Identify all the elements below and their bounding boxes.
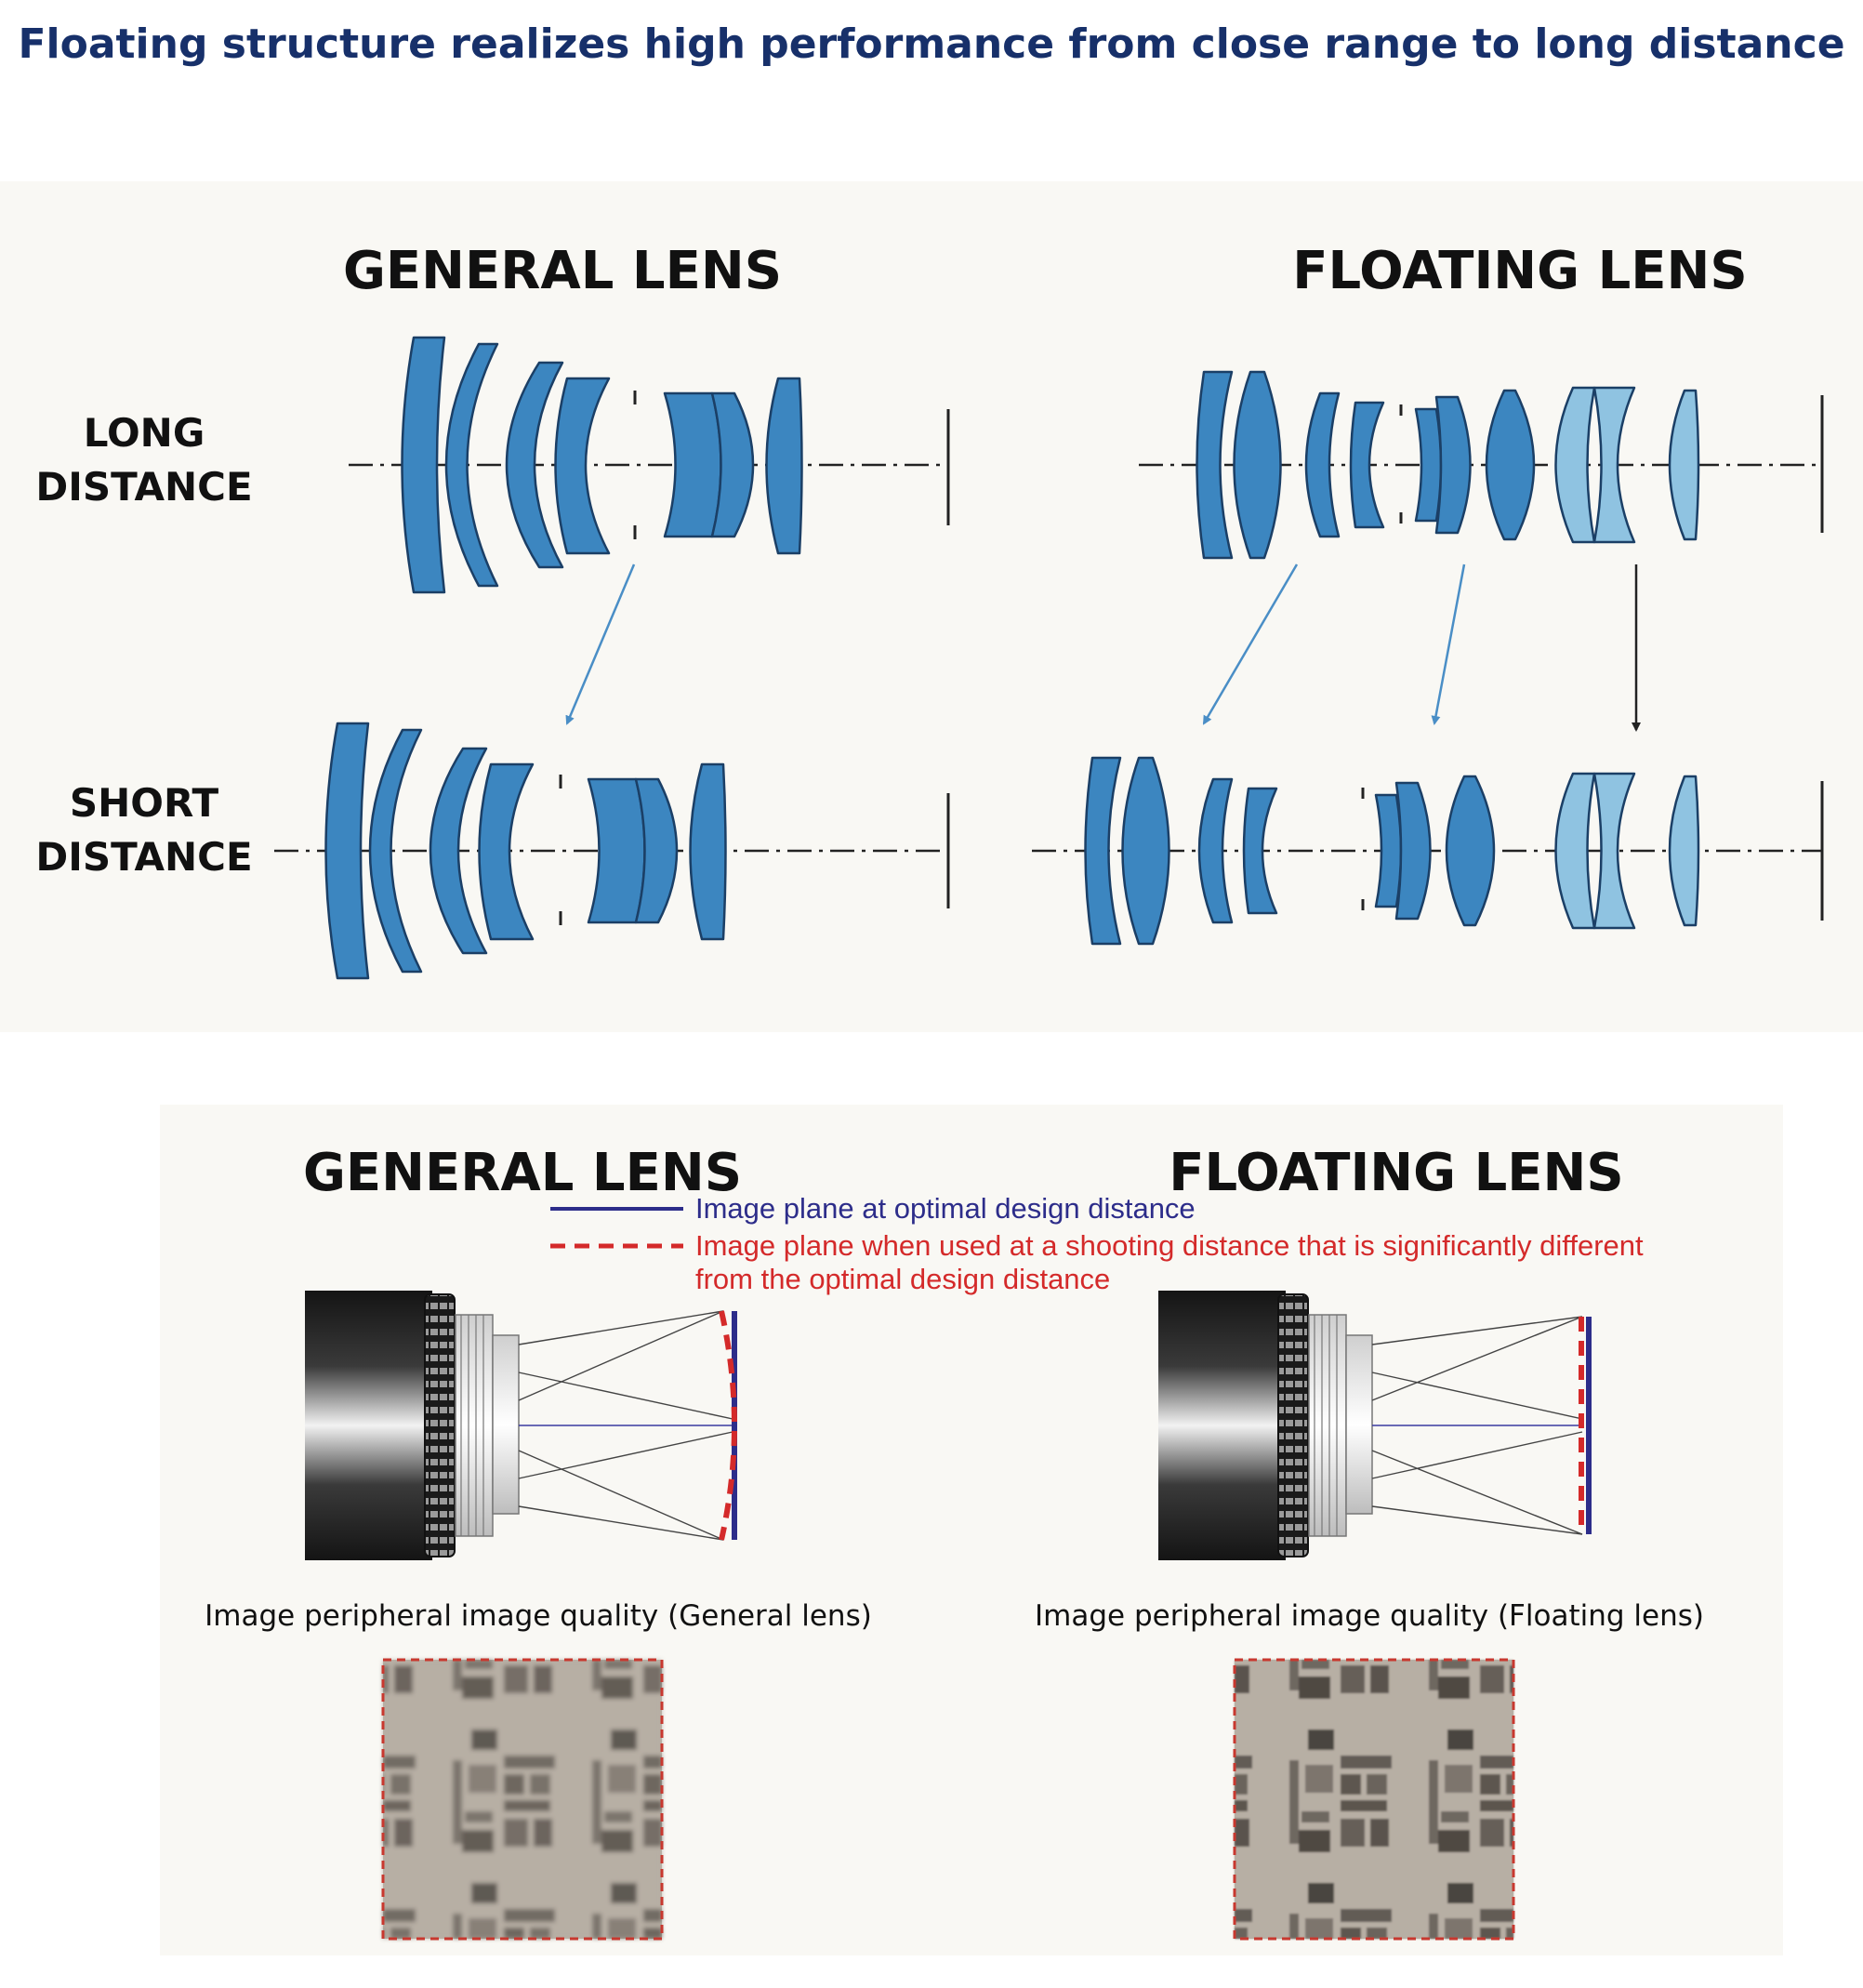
floating-lens-camera (1158, 1291, 1373, 1560)
general-move-arrow (565, 563, 636, 725)
general-shifted-image-plane (719, 1310, 737, 1541)
floating-front-move-arrow (1202, 563, 1299, 725)
general-lens-test-chart (381, 1658, 664, 1941)
bottom-floating-header: FLOATING LENS (1169, 1143, 1624, 1203)
row-label-short-2: DISTANCE (35, 834, 252, 880)
general-long-lens-group (401, 336, 803, 594)
row-label-long-1: LONG (84, 410, 205, 456)
top-general-header: GENERAL LENS (343, 241, 782, 301)
caption-general: Image peripheral image quality (General … (205, 1599, 872, 1633)
page-title: Floating structure realizes high perform… (18, 20, 1845, 68)
floating-short-lens-group (1084, 756, 1700, 946)
image-plane-diagram: GENERAL LENS FLOATING LENS Image plane a… (205, 1143, 1704, 1941)
row-label-short-1: SHORT (70, 780, 219, 826)
lens-movement-panel: GENERAL LENS FLOATING LENS LONG DISTANCE… (0, 181, 1863, 1032)
floating-middle-move-arrow (1431, 563, 1466, 725)
floating-lens-test-chart (1233, 1658, 1515, 1941)
floating-long-lens-group (1196, 370, 1700, 560)
floating-light-rays (1371, 1316, 1583, 1535)
image-plane-panel: GENERAL LENS FLOATING LENS Image plane a… (160, 1105, 1783, 1955)
top-floating-header: FLOATING LENS (1292, 241, 1748, 301)
general-short-lens-group (324, 722, 727, 980)
lens-movement-diagram: GENERAL LENS FLOATING LENS LONG DISTANCE… (35, 241, 1824, 980)
caption-floating: Image peripheral image quality (Floating… (1035, 1599, 1704, 1633)
legend-dashed-label-1: Image plane when used at a shooting dist… (695, 1229, 1644, 1262)
legend-dashed-label-2: from the optimal design distance (695, 1263, 1110, 1295)
bottom-general-header: GENERAL LENS (303, 1143, 742, 1203)
general-lens-camera (305, 1291, 520, 1560)
row-label-long-2: DISTANCE (35, 464, 252, 510)
general-light-rays (518, 1310, 734, 1541)
legend-solid-label: Image plane at optimal design distance (695, 1192, 1196, 1225)
